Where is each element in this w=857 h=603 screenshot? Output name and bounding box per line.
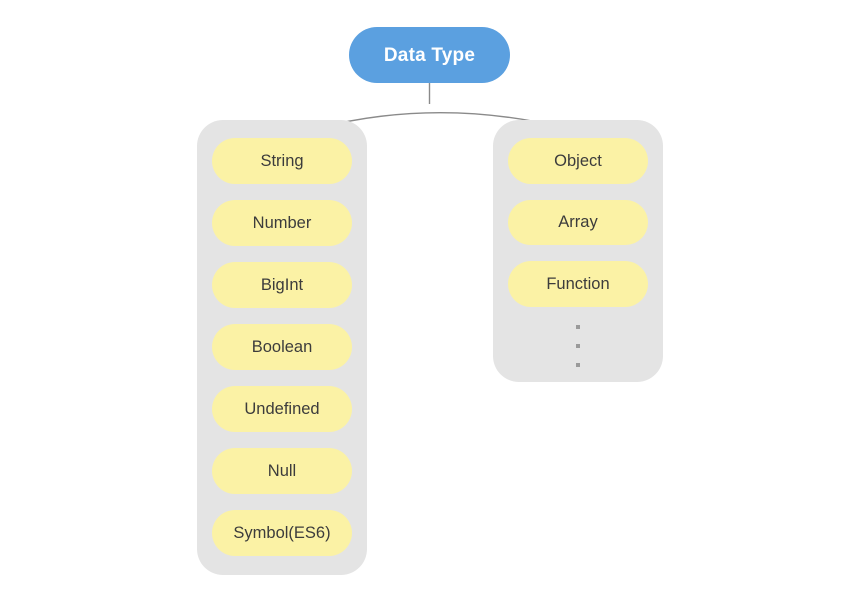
type-pill-array[interactable]: Array [508,199,648,246]
type-pill-label: BigInt [260,275,304,294]
type-pill-label: Function [546,274,610,293]
type-pill-label: Undefined [244,399,320,418]
type-pill-symbol-es6[interactable]: Symbol(ES6) [212,510,352,556]
group-primitive-types: String Number BigInt Boolean Undefined N… [197,120,367,575]
type-pill-null[interactable]: Null [212,448,352,494]
type-pill-number[interactable]: Number [212,200,352,246]
vertical-ellipsis-icon [508,325,648,382]
type-pill-label: Array [558,213,598,232]
type-pill-label: Symbol(ES6) [233,523,331,542]
type-pill-label: Number [252,213,312,232]
type-pill-label: Null [267,461,297,480]
ellipsis-dot [576,363,580,368]
type-pill-function[interactable]: Function [508,261,648,308]
ellipsis-dot [576,344,580,349]
type-pill-label: Boolean [251,337,313,356]
type-pill-object[interactable]: Object [508,138,648,184]
root-node-label: Data Type [383,44,476,66]
type-pill-boolean[interactable]: Boolean [212,324,352,370]
root-node-data-type[interactable]: Data Type [349,27,510,83]
type-pill-label: Object [554,151,602,170]
type-pill-label: String [260,151,304,170]
ellipsis-dot [576,325,580,330]
type-pill-bigint[interactable]: BigInt [212,262,352,308]
group-reference-types: Object Array Function [493,120,663,382]
type-pill-undefined[interactable]: Undefined [212,386,352,432]
type-pill-string[interactable]: String [212,138,352,184]
